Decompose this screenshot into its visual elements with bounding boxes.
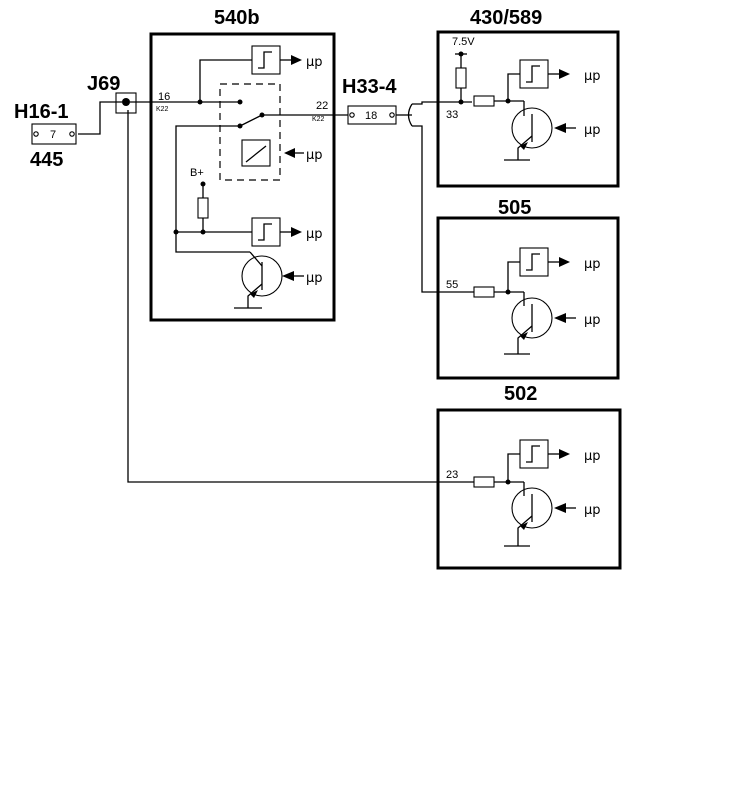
mu-p-label: µp (584, 69, 601, 84)
wire-node-to-comparator (507, 261, 520, 292)
module-502: 502 23 µp µp (436, 383, 622, 570)
mu-p-label: µp (306, 55, 323, 70)
connector-h33-4-terminal-right (389, 112, 395, 118)
module-540b-frame (149, 32, 336, 322)
comparator-icon (519, 439, 549, 469)
junction-j69-node (122, 98, 130, 106)
resistor-icon (473, 476, 495, 488)
emitter-arrow-icon (520, 332, 528, 340)
pin-22-sublabel: K22 (312, 116, 325, 123)
comparator-icon (519, 59, 549, 89)
arrow-right-icon (559, 69, 570, 79)
module-505-title: 505 (498, 197, 531, 219)
connector-h16-1-terminal-left (33, 131, 39, 137)
connector-h16-1-body (31, 123, 77, 145)
resistor-icon (473, 286, 495, 298)
resistor-icon (473, 95, 495, 107)
module-505-frame (436, 216, 620, 380)
comparator-icon (251, 45, 281, 75)
arrow-left-icon (554, 123, 566, 133)
module-502-title: 502 (504, 383, 537, 405)
arrow-right-icon (291, 227, 302, 237)
emitter-arrow-icon (520, 522, 528, 530)
connector-h33-4-pin: 18 (365, 110, 377, 122)
module-502-frame (436, 408, 622, 570)
arrow-left-icon (554, 503, 566, 513)
mu-p-label: µp (584, 257, 601, 272)
transistor-emitter (517, 325, 533, 354)
connector-h33-4-label: H33-4 (342, 76, 397, 98)
module-540b: 540b 16 K22 22 K22 µp µp B+ (149, 7, 350, 322)
schmitt-trigger-icon (258, 51, 272, 69)
emitter-arrow-icon (520, 142, 528, 150)
pin-16-label: 16 (158, 91, 170, 103)
schmitt-trigger-icon (526, 65, 540, 83)
connector-h16-1-terminal-right (69, 131, 75, 137)
connector-h16-1-pin: 7 (50, 129, 56, 141)
connector-h16-1: H16-1 7 445 (14, 101, 77, 171)
relay-dashed-enclosure (219, 83, 281, 181)
mu-p-label: µp (584, 449, 601, 464)
pin-22-label: 22 (316, 100, 328, 112)
arrow-right-icon (559, 257, 570, 267)
transistor-emitter (247, 283, 263, 308)
wire-node-to-comparator (507, 453, 520, 482)
pin-16-sublabel: K22 (156, 106, 169, 113)
mu-p-label: µp (306, 148, 323, 163)
wire-j69-to-502 (127, 110, 474, 483)
wire-switch-bottom-loop (175, 125, 238, 232)
arrow-left-icon (554, 313, 566, 323)
mu-p-label: µp (584, 123, 601, 138)
pin-23-label: 23 (446, 469, 458, 481)
arrow-right-icon (291, 55, 302, 65)
wire-node-to-comparator (507, 73, 520, 101)
node-445-label: 445 (30, 149, 63, 171)
emitter-arrow-icon (250, 290, 258, 298)
wire-pin16-to-comparator (199, 59, 252, 102)
relay-coil-icon (241, 139, 271, 167)
module-430-589-title: 430/589 (470, 7, 542, 29)
arrow-right-icon (559, 449, 570, 459)
relay-coil-diagonal (245, 145, 267, 163)
module-430-589-frame (436, 30, 620, 188)
transistor-emitter (517, 515, 533, 546)
wire-bus-to-505 (412, 125, 474, 293)
connector-h16-1-label: H16-1 (14, 101, 68, 123)
switch-blade-icon (241, 114, 263, 126)
pin-55-label: 55 (446, 279, 458, 291)
wire-bus-to-430 (412, 101, 472, 105)
module-540b-title: 540b (214, 7, 260, 29)
switch-contact-top (237, 99, 243, 105)
comparator-icon (251, 217, 281, 247)
switch-contact-bottom (237, 123, 243, 129)
comparator-icon (519, 247, 549, 277)
mu-p-label: µp (306, 271, 323, 286)
connector-h33-4-terminal-left (349, 112, 355, 118)
resistor-icon (455, 67, 467, 89)
battery-label: B+ (190, 167, 204, 179)
wire-crossover-icon (407, 103, 413, 127)
voltage-7-5-label: 7.5V (452, 36, 475, 48)
resistor-icon (197, 197, 209, 219)
junction-j69: J69 (87, 73, 137, 114)
junction-dot (458, 99, 464, 105)
schmitt-trigger-icon (526, 445, 540, 463)
wire-to-transistor-collector (175, 232, 250, 253)
module-505: 505 55 µp µp (436, 197, 620, 380)
mu-p-label: µp (306, 227, 323, 242)
mu-p-label: µp (584, 503, 601, 518)
transistor-collector (249, 251, 263, 267)
wire-h16-to-j69 (78, 101, 122, 135)
schmitt-trigger-icon (526, 253, 540, 271)
module-430-589: 430/589 7.5V 33 µp µp (436, 7, 620, 188)
arrow-left-icon (284, 148, 295, 158)
pin-33-label: 33 (446, 109, 458, 121)
connector-h33-4: H33-4 18 (342, 76, 397, 125)
schmitt-trigger-icon (258, 223, 272, 241)
arrow-left-icon (282, 271, 294, 281)
mu-p-label: µp (584, 313, 601, 328)
junction-j69-label: J69 (87, 73, 120, 95)
transistor-emitter (517, 135, 533, 160)
